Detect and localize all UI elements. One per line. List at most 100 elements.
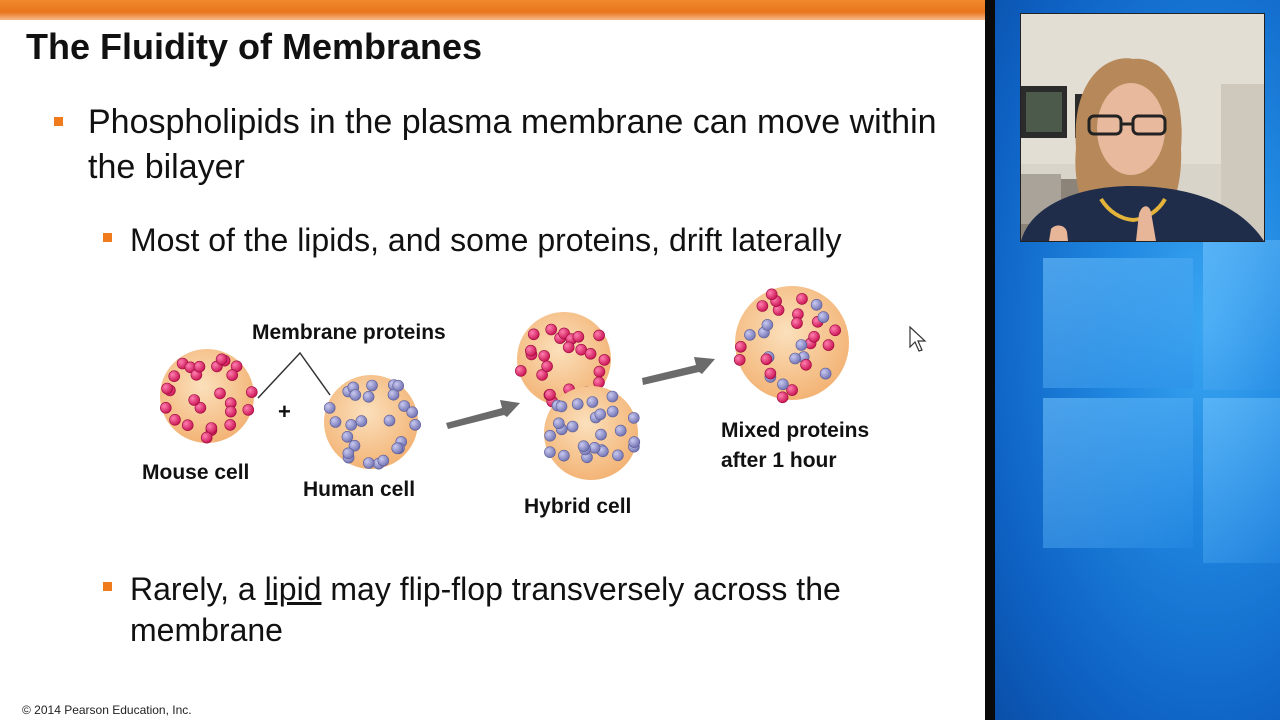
- mouse-pointer-icon: [909, 325, 927, 352]
- lipid-link[interactable]: lipid: [264, 571, 322, 607]
- mouse-protein: [541, 360, 553, 373]
- mouse-protein: [800, 359, 812, 371]
- copyright-notice: © 2014 Pearson Education, Inc.: [22, 703, 192, 717]
- human-protein: [342, 447, 355, 460]
- cell-fusion-diagram: [159, 286, 849, 480]
- mouse-protein: [159, 402, 172, 414]
- mixed-proteins-label: Mixed proteins: [721, 419, 870, 442]
- human-protein: [586, 396, 599, 408]
- human-protein: [355, 415, 368, 427]
- human-protein: [391, 442, 404, 455]
- mouse-protein: [572, 330, 585, 343]
- human-protein: [377, 454, 390, 467]
- human-protein: [810, 298, 823, 311]
- windows-logo-pane: [1203, 240, 1280, 390]
- mouse-protein: [545, 323, 558, 336]
- mouse-protein: [168, 370, 181, 382]
- mouse-protein: [169, 414, 181, 426]
- presentation-slide: The Fluidity of Membranes Phospholipids …: [0, 0, 985, 720]
- mouse-protein: [593, 329, 605, 342]
- square-bullet-icon: [103, 582, 112, 591]
- mouse-cell-label: Mouse cell: [142, 461, 250, 484]
- slide-header-bar: [0, 0, 985, 20]
- windows-logo-pane: [1043, 258, 1193, 388]
- human-protein: [406, 406, 419, 418]
- human-protein: [795, 339, 808, 351]
- mouse-protein: [776, 391, 789, 404]
- mouse-protein: [584, 348, 597, 360]
- windows-logo-pane: [1043, 398, 1193, 548]
- webcam-video-feed: [1020, 13, 1265, 242]
- hybrid-cell-top: [517, 312, 611, 406]
- human-protein: [817, 311, 830, 323]
- pointer-line: [257, 351, 331, 399]
- human-protein: [761, 319, 774, 331]
- human-protein: [558, 449, 570, 462]
- human-protein: [349, 389, 362, 401]
- human-protein: [614, 424, 627, 437]
- mouse-protein: [225, 405, 237, 418]
- bullet3-text-after: may flip-flop transversely across the me…: [130, 571, 841, 648]
- bullet-text-1: Phospholipids in the plasma membrane can…: [88, 103, 937, 186]
- hybrid-cell-label: Hybrid cell: [524, 495, 632, 518]
- human-protein: [606, 390, 619, 403]
- mouse-protein: [188, 394, 200, 406]
- membrane-protein-pointers: [257, 351, 331, 399]
- mouse-protein: [760, 353, 773, 366]
- mouse-protein: [246, 386, 258, 398]
- mouse-protein: [193, 360, 206, 373]
- human-protein: [594, 408, 607, 421]
- human-protein: [777, 378, 789, 391]
- human-cell-label: Human cell: [303, 478, 416, 501]
- mouse-protein: [200, 431, 213, 444]
- mouse-protein: [791, 317, 803, 329]
- human-protein: [383, 414, 396, 427]
- mouse-protein: [242, 404, 255, 416]
- human-protein: [744, 329, 756, 341]
- plus-sign: +: [278, 399, 291, 424]
- mouse-protein: [527, 328, 540, 341]
- mouse-protein: [786, 384, 798, 396]
- human-protein: [345, 419, 357, 431]
- human-protein: [555, 400, 568, 413]
- human-protein: [588, 442, 601, 454]
- mouse-protein: [796, 293, 808, 305]
- human-protein: [392, 379, 405, 392]
- arrows-group: [446, 357, 715, 429]
- human-protein: [606, 405, 619, 418]
- mouse-protein: [181, 419, 194, 431]
- mouse-protein: [226, 369, 238, 381]
- mouse-protein: [161, 382, 173, 395]
- windows-logo-pane: [1203, 398, 1280, 563]
- mouse-protein: [598, 354, 611, 366]
- human-protein: [819, 367, 832, 380]
- human-protein: [341, 431, 354, 443]
- membrane-proteins-label: Membrane proteins: [252, 321, 446, 344]
- human-protein: [571, 398, 584, 410]
- square-bullet-icon: [103, 233, 112, 242]
- square-bullet-icon: [54, 117, 63, 126]
- mouse-protein: [215, 353, 228, 366]
- after-1-hour-label: after 1 hour: [721, 449, 837, 472]
- cell-fusion-figure: Membrane proteins + Mouse cell Human cel…: [130, 275, 980, 535]
- mouse-protein: [808, 330, 820, 343]
- mouse-protein: [524, 344, 537, 357]
- human-protein: [409, 419, 422, 431]
- arrow-to-mixed: [642, 357, 715, 385]
- human-protein: [552, 417, 565, 430]
- mouse-protein: [765, 288, 778, 301]
- mouse-protein: [756, 300, 769, 312]
- cells-group: [159, 286, 849, 480]
- human-protein: [362, 391, 375, 403]
- mouse-protein: [544, 388, 556, 401]
- human-protein: [398, 400, 411, 412]
- mouse-protein: [562, 341, 575, 354]
- mouse-protein: [538, 350, 551, 362]
- mouse-protein: [224, 419, 236, 431]
- human-protein: [544, 446, 556, 458]
- bullet-text-3: Rarely, a lipid may flip-flop transverse…: [130, 569, 930, 651]
- human-protein: [628, 436, 641, 448]
- mouse-protein: [514, 365, 527, 377]
- mouse-protein: [536, 369, 548, 381]
- mouse-protein: [214, 387, 226, 400]
